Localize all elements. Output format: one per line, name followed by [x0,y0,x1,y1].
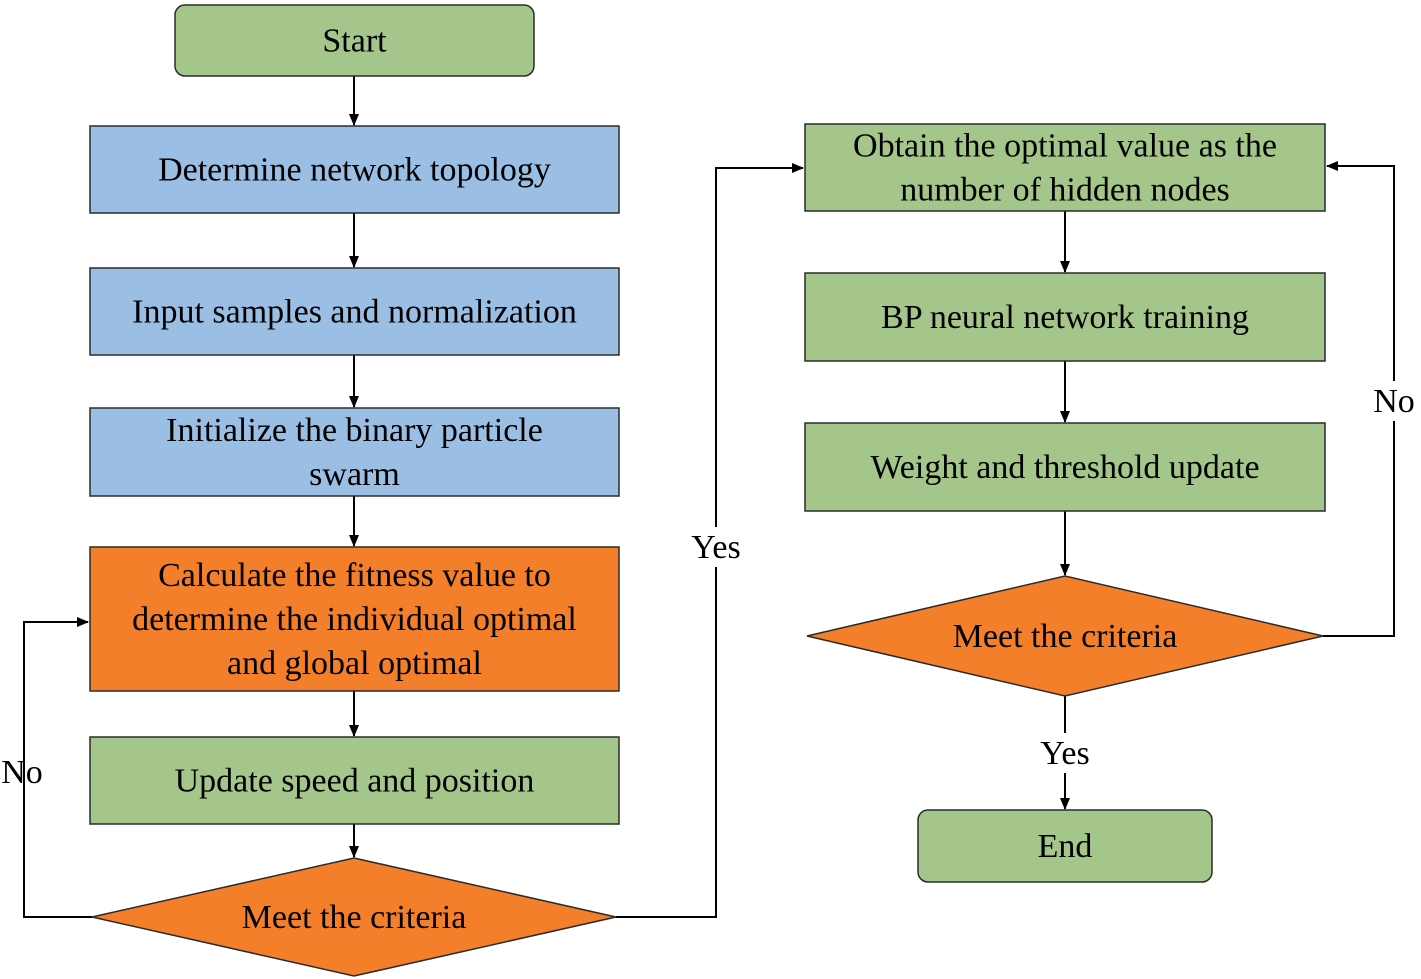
node-obtain-optimal-value: Obtain the optimal value as the number of… [804,123,1326,212]
node-text-line: Obtain the optimal value as the [853,128,1277,165]
label-yes-right: Yes [1040,735,1089,772]
node-end: End [917,809,1213,883]
node-text-line: Input samples and normalization [132,294,577,331]
node-shape [91,857,617,977]
node-calculate-fitness: Calculate the fitness value to determine … [89,546,620,692]
node-meet-criteria-right: Meet the criteria [806,575,1324,697]
label-no-left: No [1,754,43,791]
node-text-line: and global optimal [227,645,482,682]
node-text-line: BP neural network training [881,299,1249,336]
node-text-line: Initialize the binary particle [166,412,543,449]
node-start: Start [174,4,535,77]
node-shape [806,575,1324,697]
node-update-speed-position: Update speed and position [89,736,620,825]
node-shape [804,123,1326,212]
node-initialize-swarm: Initialize the binary particle swarm [89,407,620,497]
node-weight-threshold-update: Weight and threshold update [804,422,1326,512]
node-text-line: Update speed and position [175,763,535,800]
node-shape [917,809,1213,883]
node-text-line: Meet the criteria [242,899,467,936]
label-yes-mid: Yes [691,529,740,566]
node-text-line: Weight and threshold update [870,449,1259,486]
node-shape [89,736,620,825]
node-shape [89,125,620,214]
node-text-line: Start [322,23,387,60]
node-shape [174,4,535,77]
node-meet-criteria-left: Meet the criteria [91,857,617,977]
label-bg-yes-mid [682,527,748,567]
node-text-line: Determine network topology [158,152,551,189]
node-text-line: swarm [309,456,400,493]
node-determine-network-topology: Determine network topology [89,125,620,214]
loop-no-left [23,617,92,918]
node-text-line: End [1038,828,1093,865]
node-text-line: determine the individual optimal [132,601,577,638]
label-bg-yes-right [1032,733,1098,773]
node-bp-training: BP neural network training [804,272,1326,362]
node-text-line: Meet the criteria [953,618,1178,655]
node-shape [89,407,620,497]
node-shape [804,422,1326,512]
node-shape [89,546,620,692]
node-text-line: number of hidden nodes [900,172,1230,209]
node-shape [804,272,1326,362]
label-no-right: No [1373,383,1415,420]
label-bg-no-right [1368,381,1421,421]
node-shape [89,267,620,356]
node-input-samples: Input samples and normalization [89,267,620,356]
node-text-line: Calculate the fitness value to [158,557,551,594]
